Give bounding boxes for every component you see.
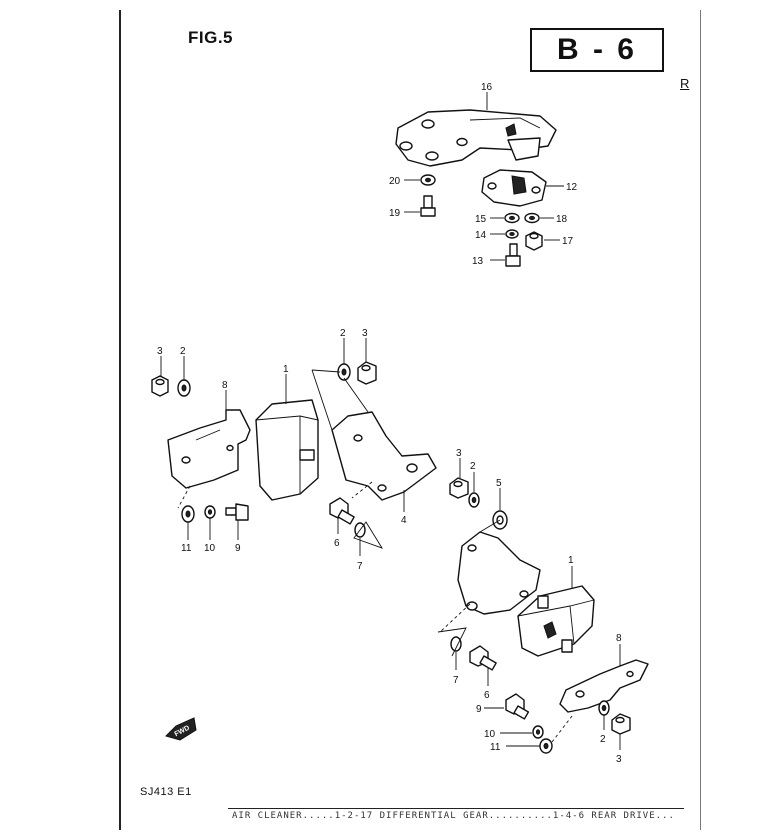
engine-mount-1-right	[517, 585, 595, 657]
callout-10-right: 10	[484, 729, 496, 740]
callout-8-right: 8	[616, 633, 622, 644]
callout-12: 12	[566, 182, 578, 193]
section-code-box: B - 6	[530, 28, 664, 72]
nut-17	[525, 231, 543, 251]
callout-2-right: 2	[470, 461, 476, 472]
washer-11-left	[181, 505, 195, 523]
callout-3-bottom: 3	[616, 754, 622, 765]
callout-6-left: 6	[334, 538, 340, 549]
bolt-19	[420, 195, 436, 217]
callout-3-top: 3	[362, 328, 368, 339]
bolt-9-right	[505, 693, 530, 720]
callout-8-left: 8	[222, 380, 228, 391]
callout-17: 17	[562, 236, 574, 247]
callout-4: 4	[401, 515, 407, 526]
nut-3-bottom	[611, 713, 631, 735]
callout-20: 20	[389, 176, 401, 187]
callout-7-left: 7	[357, 561, 363, 572]
nut-3-left	[151, 375, 169, 397]
callout-5: 5	[496, 478, 502, 489]
edge-letter: R	[680, 76, 690, 91]
model-code: SJ413 E1	[140, 786, 192, 798]
callout-16: 16	[481, 82, 493, 93]
bolt-13	[505, 243, 521, 267]
washer-20	[420, 174, 436, 186]
washer-18	[524, 212, 540, 224]
washer-10-right	[532, 725, 544, 739]
washer-15	[504, 212, 520, 224]
bolt-6-right	[469, 645, 497, 671]
bracket-8-right	[559, 659, 649, 713]
right-margin-rule	[700, 10, 701, 830]
callout-14: 14	[475, 230, 487, 241]
callout-2-left: 2	[180, 346, 186, 357]
bracket-8-left	[167, 409, 251, 489]
washer-2-right	[468, 492, 480, 508]
callout-10-left: 10	[204, 543, 216, 554]
callout-13: 13	[472, 256, 484, 267]
engine-mount-12	[481, 169, 547, 207]
section-code: B - 6	[556, 33, 637, 66]
callout-3-left: 3	[157, 346, 163, 357]
index-strip: AIR CLEANER.....1-2-17 DIFFERENTIAL GEAR…	[228, 808, 684, 831]
washer-11-right	[539, 738, 553, 754]
lockwasher-7-right	[450, 636, 462, 652]
bracket-16	[395, 109, 557, 167]
callout-9-left: 9	[235, 543, 241, 554]
callout-18: 18	[556, 214, 568, 225]
left-margin-rule	[119, 10, 121, 830]
bolt-6-left	[329, 497, 355, 525]
nut-3-right	[449, 477, 469, 499]
forward-arrow-icon: FWD	[165, 717, 197, 741]
washer-2-left	[177, 379, 191, 397]
nut-3-top	[357, 361, 377, 385]
callout-15: 15	[475, 214, 487, 225]
callout-3-right: 3	[456, 448, 462, 459]
callout-9-right: 9	[476, 704, 482, 715]
callout-7-right: 7	[453, 675, 459, 686]
washer-14	[505, 229, 519, 239]
callout-1-left: 1	[283, 364, 289, 375]
callout-19: 19	[389, 208, 401, 219]
callout-2-bottom: 2	[600, 734, 606, 745]
bracket-4	[311, 369, 437, 501]
washer-2-bottom	[598, 700, 610, 716]
callout-11-right: 11	[490, 742, 501, 753]
figure-label: FIG.5	[188, 28, 234, 47]
index-strip-text: AIR CLEANER.....1-2-17 DIFFERENTIAL GEAR…	[232, 811, 675, 821]
callout-6-right: 6	[484, 690, 490, 701]
engine-mount-1-left	[255, 399, 319, 501]
callout-2-top: 2	[340, 328, 346, 339]
bracket-right	[457, 519, 541, 615]
callout-1-right: 1	[568, 555, 574, 566]
bolt-9-left	[225, 503, 249, 521]
washer-10-left	[204, 505, 216, 519]
callout-11-left: 11	[181, 543, 192, 554]
